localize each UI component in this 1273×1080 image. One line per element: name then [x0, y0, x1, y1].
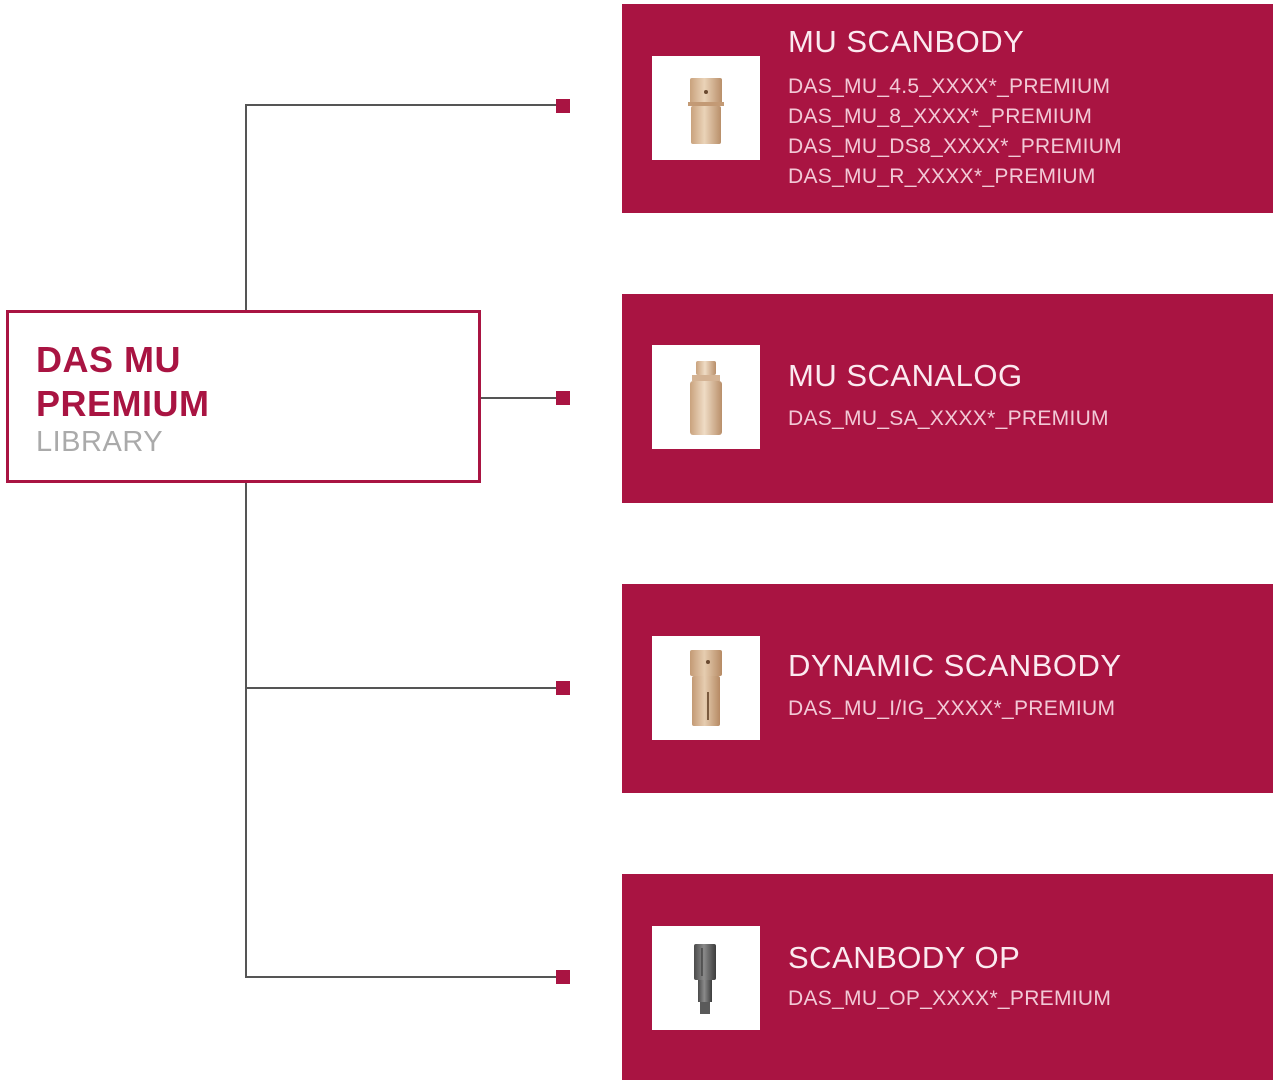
root-title: DAS MU PREMIUM — [36, 339, 210, 424]
code-item: DAS_MU_4.5_XXXX*_PREMIUM — [788, 75, 1111, 98]
card-title: MU SCANALOG — [788, 358, 1023, 393]
card-scanbody-op: SCANBODY OP DAS_MU_OP_XXXX*_PREMIUM — [622, 874, 1273, 1080]
card-dynamic-scanbody: DYNAMIC SCANBODY DAS_MU_I/IG_XXXX*_PREMI… — [622, 584, 1273, 793]
card-title: SCANBODY OP — [788, 940, 1021, 975]
scanbody-cylinder-icon — [652, 56, 760, 160]
root-node-library: DAS MU PREMIUM LIBRARY — [6, 310, 481, 483]
connector-branch-3 — [245, 687, 557, 689]
connector-trunk-lower — [245, 483, 247, 978]
code-list: DAS_MU_OP_XXXX*_PREMIUM — [788, 984, 1111, 1014]
connector-node-4 — [556, 970, 570, 984]
connector-branch-4 — [245, 976, 557, 978]
code-item: DAS_MU_SA_XXXX*_PREMIUM — [788, 407, 1109, 430]
code-item: DAS_MU_I/IG_XXXX*_PREMIUM — [788, 697, 1116, 720]
connector-branch-2 — [481, 397, 557, 399]
card-mu-scanalog: MU SCANALOG DAS_MU_SA_XXXX*_PREMIUM — [622, 294, 1273, 503]
root-subtitle: LIBRARY — [36, 426, 164, 458]
code-list: DAS_MU_I/IG_XXXX*_PREMIUM — [788, 694, 1115, 724]
card-title: MU SCANBODY — [788, 24, 1025, 59]
dynamic-scanbody-icon — [652, 636, 760, 740]
scanbody-op-icon — [652, 926, 760, 1030]
connector-trunk-upper — [245, 105, 247, 310]
code-item: DAS_MU_8_XXXX*_PREMIUM — [788, 105, 1093, 128]
card-title: DYNAMIC SCANBODY — [788, 648, 1122, 683]
card-mu-scanbody: MU SCANBODY DAS_MU_4.5_XXXX*_PREMIUM DAS… — [622, 4, 1273, 213]
connector-branch-1 — [245, 104, 557, 106]
code-item: DAS_MU_OP_XXXX*_PREMIUM — [788, 987, 1112, 1010]
code-item: DAS_MU_DS8_XXXX*_PREMIUM — [788, 135, 1122, 158]
connector-node-2 — [556, 391, 570, 405]
code-list: DAS_MU_SA_XXXX*_PREMIUM — [788, 404, 1109, 434]
connector-node-3 — [556, 681, 570, 695]
connector-node-1 — [556, 99, 570, 113]
code-list: DAS_MU_4.5_XXXX*_PREMIUM DAS_MU_8_XXXX*_… — [788, 72, 1122, 192]
scanalog-icon — [652, 345, 760, 449]
code-item: DAS_MU_R_XXXX*_PREMIUM — [788, 165, 1096, 188]
